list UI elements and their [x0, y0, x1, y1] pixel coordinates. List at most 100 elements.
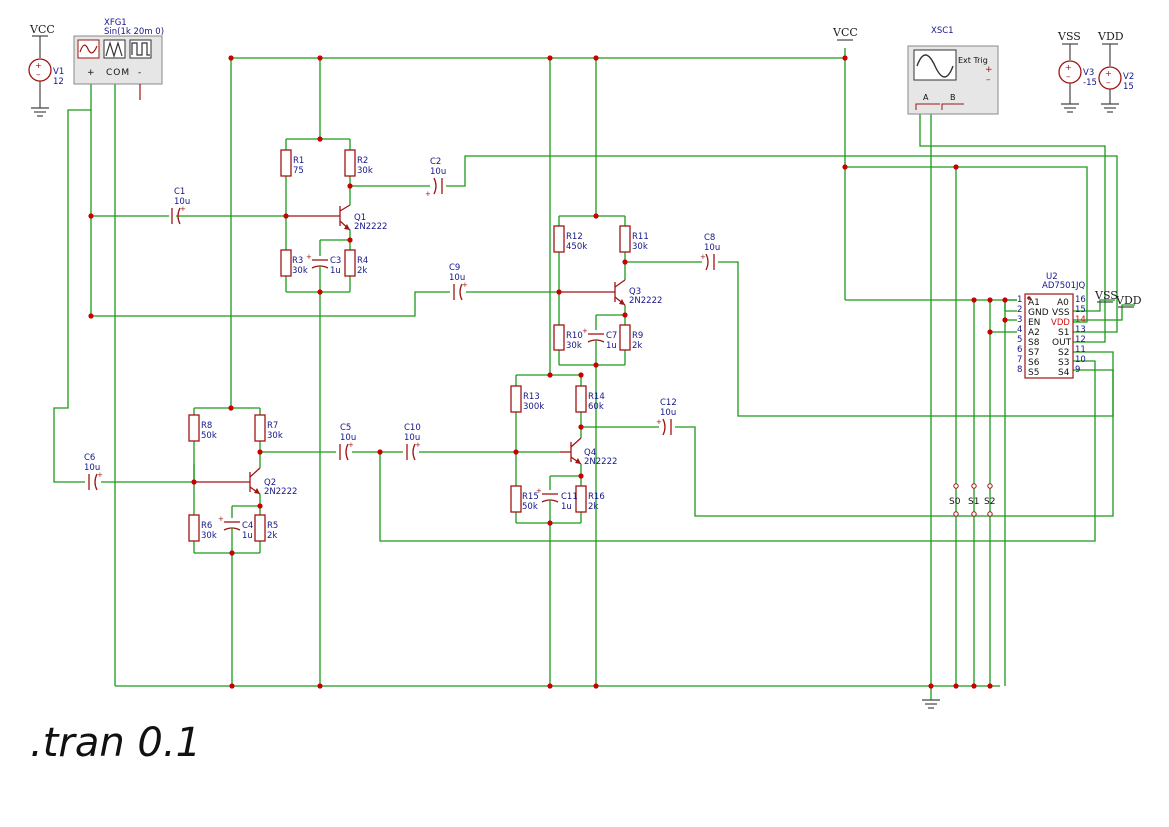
- svg-text:3: 3: [1017, 315, 1022, 325]
- oscilloscope[interactable]: XSC1 Ext Trig A B + –: [907, 26, 999, 115]
- svg-text:7: 7: [1017, 355, 1022, 365]
- svg-text:50k: 50k: [201, 431, 217, 441]
- function-generator[interactable]: XFG1 Sin(1k 20m 0) + COM -: [73, 18, 164, 100]
- capacitor-c4[interactable]: + C4 1u: [218, 515, 253, 541]
- svg-text:10u: 10u: [449, 273, 465, 283]
- resistor-r12[interactable]: R12 450k: [553, 225, 587, 253]
- switch-s1[interactable]: S1: [968, 483, 979, 517]
- transistor-q4[interactable]: Q4 2N2222: [560, 437, 617, 467]
- svg-text:COM: COM: [106, 68, 130, 78]
- switch-s2[interactable]: S2: [984, 483, 995, 517]
- svg-text:12: 12: [1075, 335, 1086, 345]
- spice-directive: .tran 0.1: [30, 720, 202, 766]
- transistor-q1[interactable]: Q1 2N2222: [286, 204, 387, 232]
- resistor-r8[interactable]: R8 50k: [188, 414, 217, 442]
- capacitor-c3[interactable]: + C3 1u: [306, 253, 341, 276]
- svg-text:30k: 30k: [267, 431, 283, 441]
- svg-text:S0: S0: [949, 497, 961, 507]
- capacitor-c7[interactable]: + C7 1u: [582, 327, 617, 351]
- svg-text:+: +: [462, 281, 468, 289]
- svg-text:10u: 10u: [404, 433, 420, 443]
- svg-text:10u: 10u: [174, 197, 190, 207]
- svg-text:C8: C8: [704, 233, 715, 243]
- svg-text:C5: C5: [340, 423, 351, 433]
- resistor-r4[interactable]: R4 2k: [344, 249, 368, 277]
- svg-text:10: 10: [1075, 355, 1086, 365]
- resistor-r6[interactable]: R6 30k: [188, 514, 217, 542]
- svg-text:R16: R16: [588, 492, 605, 502]
- resistor-r16[interactable]: R16 2k: [575, 485, 605, 513]
- svg-text:14: 14: [1075, 315, 1086, 325]
- v1-source[interactable]: + – V1 12: [28, 58, 64, 117]
- svg-text:1u: 1u: [561, 502, 572, 512]
- svg-text:VSS: VSS: [1052, 308, 1070, 318]
- svg-text:S5: S5: [1028, 368, 1039, 378]
- svg-text:R12: R12: [566, 232, 583, 242]
- capacitor-c2[interactable]: + C2 10u: [425, 157, 446, 198]
- svg-text:+: +: [348, 441, 354, 449]
- svg-text:30k: 30k: [566, 341, 582, 351]
- svg-text:VSS: VSS: [1057, 30, 1081, 43]
- resistor-r3[interactable]: R3 30k: [280, 249, 308, 277]
- svg-text:13: 13: [1075, 325, 1086, 335]
- svg-text:GND: GND: [1028, 308, 1049, 318]
- transistor-q2[interactable]: Q2 2N2222: [194, 467, 297, 497]
- capacitor-c6[interactable]: + C6 10u: [84, 453, 103, 491]
- vcc-symbol-left: VCC: [29, 23, 55, 58]
- transistor-q3[interactable]: Q3 2N2222: [559, 279, 662, 306]
- capacitor-c1[interactable]: + C1 10u: [171, 187, 190, 225]
- resistor-r5[interactable]: R5 2k: [254, 514, 278, 542]
- svg-text:2N2222: 2N2222: [354, 222, 387, 232]
- vdd-symbol-top: VDD: [1097, 30, 1124, 66]
- svg-text:+: +: [1065, 63, 1072, 72]
- capacitor-c5[interactable]: + C5 10u: [339, 423, 356, 461]
- svg-text:10u: 10u: [340, 433, 356, 443]
- svg-text:+: +: [582, 327, 588, 335]
- svg-text:R2: R2: [357, 156, 368, 166]
- v3-source[interactable]: + – V3 -15: [1058, 60, 1097, 113]
- resistor-r7[interactable]: R7 30k: [254, 414, 283, 442]
- svg-text:15: 15: [1075, 305, 1086, 315]
- mux-u2[interactable]: U2 AD7501JQ 1 A1 2 GND 3 EN 4 A2 5 S8 6 …: [1017, 272, 1142, 379]
- capacitor-c10[interactable]: + C10 10u: [404, 423, 421, 461]
- resistor-r11[interactable]: R11 30k: [619, 225, 649, 253]
- svg-text:B: B: [950, 93, 956, 102]
- capacitor-c8[interactable]: + C8 10u: [700, 233, 720, 271]
- svg-text:4: 4: [1017, 325, 1022, 335]
- capacitor-c12[interactable]: + C12 10u: [656, 398, 677, 436]
- svg-text:–: –: [36, 70, 41, 80]
- resistor-r15[interactable]: R15 50k: [510, 485, 539, 513]
- resistor-r2[interactable]: R2 30k: [344, 149, 373, 177]
- resistor-r10[interactable]: R10 30k: [553, 324, 583, 351]
- svg-text:A1: A1: [1028, 298, 1040, 308]
- svg-text:+: +: [35, 61, 42, 70]
- svg-text:R7: R7: [267, 421, 278, 431]
- svg-text:10u: 10u: [660, 408, 676, 418]
- svg-text:8: 8: [1017, 365, 1022, 375]
- capacitor-c9[interactable]: + C9 10u: [449, 263, 468, 301]
- mux-right-pins: A0 16 VSS 15 VDD 14 S1 13 OUT 12 S2 11 S…: [1051, 295, 1086, 378]
- svg-text:30k: 30k: [357, 166, 373, 176]
- v2-source[interactable]: + – V2 15: [1098, 66, 1134, 113]
- svg-text:+: +: [415, 441, 421, 449]
- switch-s0[interactable]: S0: [949, 483, 961, 517]
- svg-text:+: +: [425, 190, 431, 198]
- v3-value: -15: [1083, 78, 1097, 88]
- svg-text:S1: S1: [968, 497, 979, 507]
- resistor-r1[interactable]: R1 75: [280, 149, 304, 177]
- mux-name: U2: [1046, 272, 1058, 282]
- svg-text:1: 1: [1017, 295, 1022, 305]
- resistor-r9[interactable]: R9 2k: [619, 324, 643, 351]
- svg-text:2N2222: 2N2222: [264, 487, 297, 497]
- svg-text:C10: C10: [404, 423, 421, 433]
- capacitor-c11[interactable]: + C11 1u: [536, 487, 578, 512]
- resistor-r13[interactable]: R13 300k: [510, 385, 544, 413]
- resistor-r14[interactable]: R14 60k: [575, 385, 605, 413]
- svg-text:11: 11: [1075, 345, 1086, 355]
- svg-text:R5: R5: [267, 521, 278, 531]
- svg-text:R15: R15: [522, 492, 539, 502]
- svg-text:2k: 2k: [357, 266, 367, 276]
- svg-text:60k: 60k: [588, 402, 604, 412]
- svg-text:S2: S2: [984, 497, 995, 507]
